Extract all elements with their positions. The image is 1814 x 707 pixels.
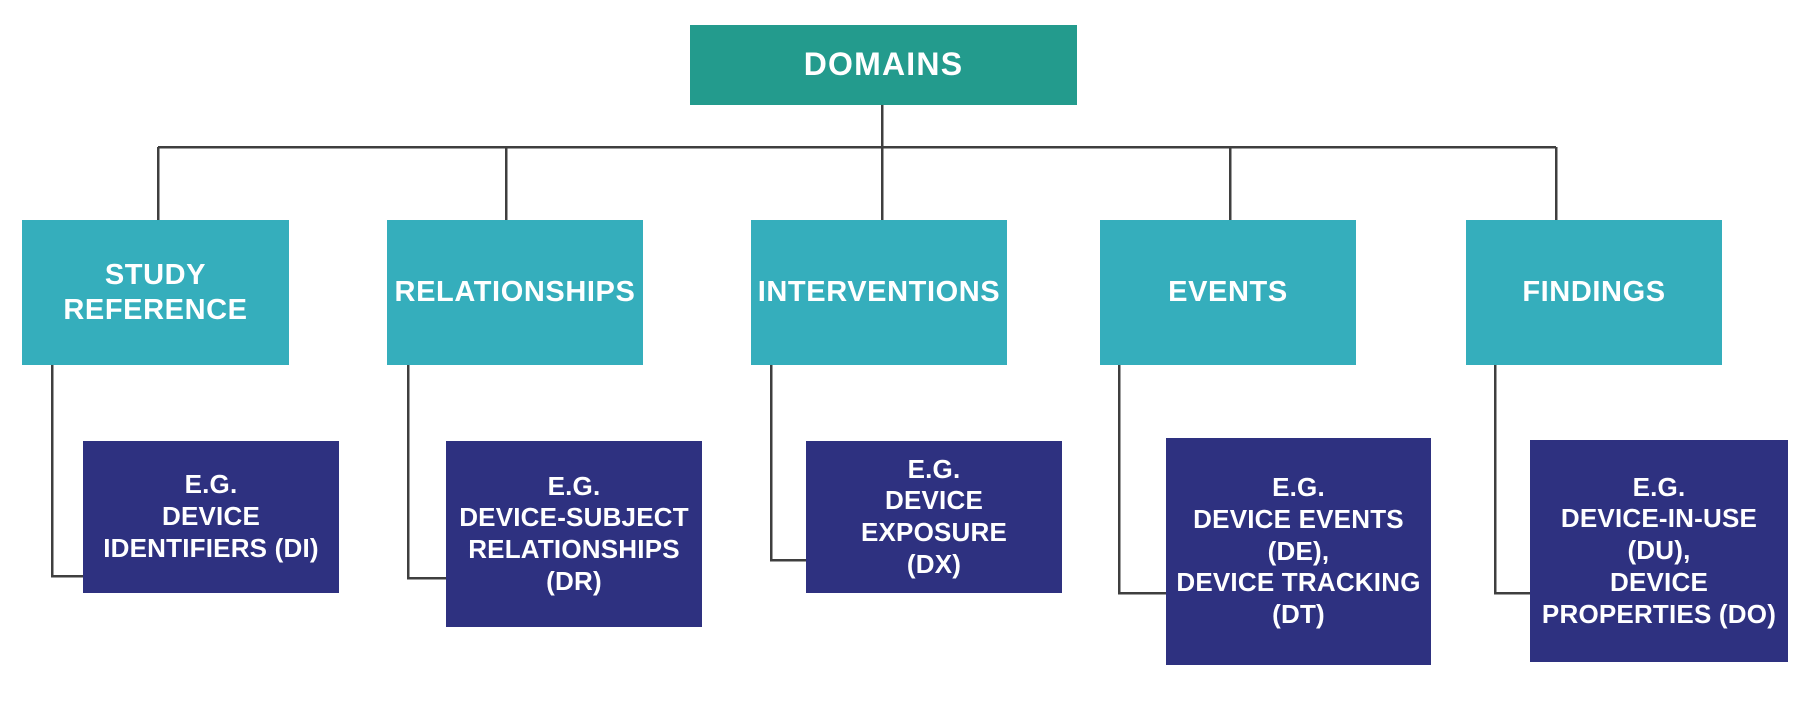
connector-elbow-relationships (406, 365, 447, 580)
node-example-device-identifiers[interactable]: E.G. DEVICE IDENTIFIERS (DI) (83, 441, 339, 593)
connector-elbow-events (1117, 365, 1167, 595)
node-category-study-reference[interactable]: STUDY REFERENCE (22, 220, 289, 365)
node-example-label: E.G. DEVICE-SUBJECT RELATIONSHIPS (DR) (459, 470, 689, 596)
node-category-label: INTERVENTIONS (757, 276, 1001, 309)
node-example-device-in-use-properties[interactable]: E.G. DEVICE-IN-USE (DU), DEVICE PROPERTI… (1530, 440, 1788, 662)
node-category-relationships[interactable]: RELATIONSHIPS (387, 220, 643, 365)
node-example-label: E.G. DEVICE-IN-USE (DU), DEVICE PROPERTI… (1541, 471, 1777, 629)
node-category-label: STUDY REFERENCE (63, 259, 248, 326)
node-example-label: E.G. DEVICE IDENTIFIERS (DI) (103, 469, 319, 563)
node-example-device-events-tracking[interactable]: E.G. DEVICE EVENTS (DE), DEVICE TRACKING… (1166, 438, 1431, 665)
node-root-domains[interactable]: DOMAINS (690, 25, 1077, 105)
node-example-label: E.G. DEVICE EVENTS (DE), DEVICE TRACKING… (1176, 472, 1421, 630)
connector-elbow-findings (1493, 365, 1531, 595)
connector-elbow-interventions (769, 365, 807, 562)
node-example-device-exposure[interactable]: E.G. DEVICE EXPOSURE (DX) (806, 441, 1062, 593)
node-category-events[interactable]: EVENTS (1100, 220, 1356, 365)
node-root-label: DOMAINS (803, 46, 964, 83)
node-category-interventions[interactable]: INTERVENTIONS (751, 220, 1007, 365)
node-category-label: RELATIONSHIPS (394, 276, 636, 309)
node-category-findings[interactable]: FINDINGS (1466, 220, 1722, 365)
node-category-label: FINDINGS (1522, 276, 1666, 309)
node-example-device-subject-relationships[interactable]: E.G. DEVICE-SUBJECT RELATIONSHIPS (DR) (446, 441, 702, 627)
node-example-label: E.G. DEVICE EXPOSURE (DX) (860, 453, 1008, 579)
connector-elbow-study-reference (50, 365, 84, 578)
node-category-label: EVENTS (1168, 276, 1288, 309)
